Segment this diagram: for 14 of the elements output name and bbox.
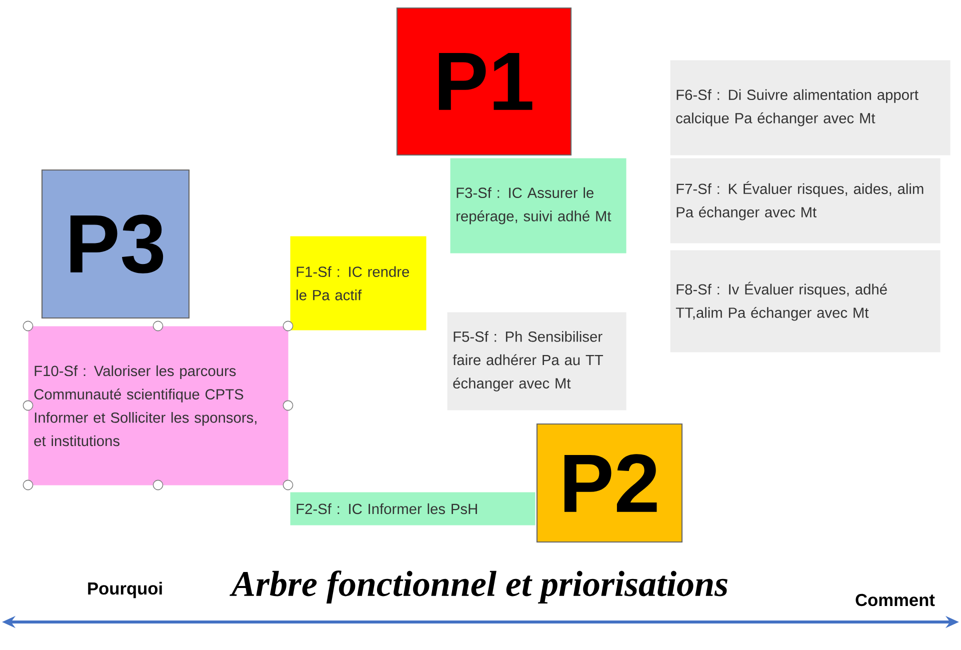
function-box: F5-Sf : Ph Sensibiliser faire adhérer Pa au TT échanger avec Mt bbox=[447, 312, 626, 410]
function-box: F7-Sf : K Évaluer risques, aides, alim Pa échanger avec Mt bbox=[670, 158, 940, 244]
priority-box: P3 bbox=[41, 169, 190, 319]
title: Arbre fonctionnel et priorisations bbox=[230, 570, 728, 604]
function-box: F8-Sf : Iv Évaluer risques, adhé TT,alim Pa échanger avec Mt bbox=[670, 250, 940, 352]
axis-label: Pourquoi bbox=[88, 582, 162, 598]
function-box: F2-Sf : IC Informer les PsH bbox=[290, 492, 536, 526]
function-box: F10-Sf : Valoriser les parcours Communauté scientifique CPTS Informer et Solliciter les sponsors, et institutions bbox=[28, 326, 288, 486]
function-box: F6-Sf : Di Suivre alimentation apport calcique Pa échanger avec Mt bbox=[670, 60, 950, 156]
priority-box: P2 bbox=[536, 423, 683, 543]
axis-label: Comment bbox=[856, 594, 935, 606]
function-box: F3-Sf : IC Assurer le repérage, suivi adhé Mt bbox=[450, 158, 626, 254]
priority-box: P1 bbox=[396, 7, 572, 156]
function-box: F1-Sf : IC rendre le Pa actif bbox=[290, 236, 426, 330]
